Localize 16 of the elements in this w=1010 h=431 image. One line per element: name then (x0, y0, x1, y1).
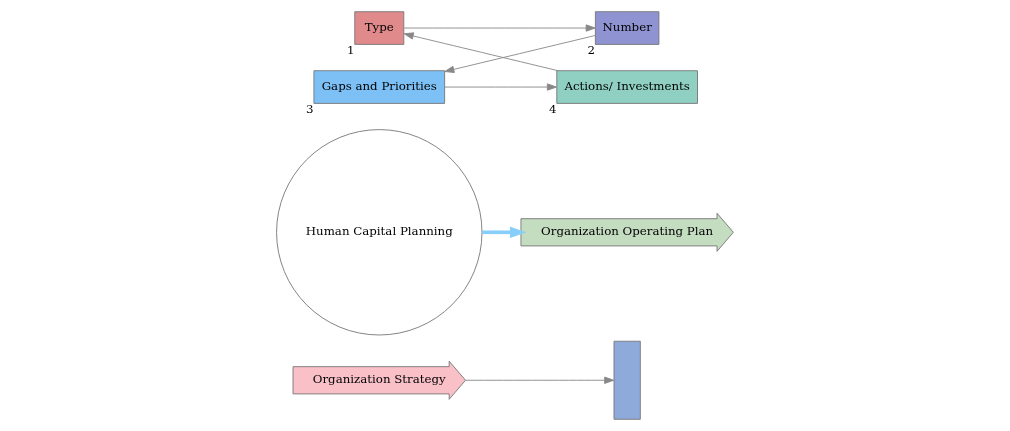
arrow (482, 226, 527, 239)
node-box: Number (594, 11, 660, 45)
node-label: 4 (548, 101, 557, 116)
node-box: Gaps and Priorities (313, 70, 446, 104)
node-bar (613, 340, 641, 420)
arrow (403, 32, 559, 72)
arrow (444, 83, 557, 91)
node-circle: Human Capital Planning (276, 129, 483, 336)
arrow (444, 35, 596, 73)
arrow (403, 24, 596, 32)
node-label: 1 (346, 42, 355, 57)
node-label: 2 (587, 42, 596, 57)
node-box: Actions/ Investments (556, 70, 698, 104)
node-box: Type (354, 11, 405, 45)
arrow (465, 376, 615, 384)
node-label: 3 (306, 101, 314, 116)
